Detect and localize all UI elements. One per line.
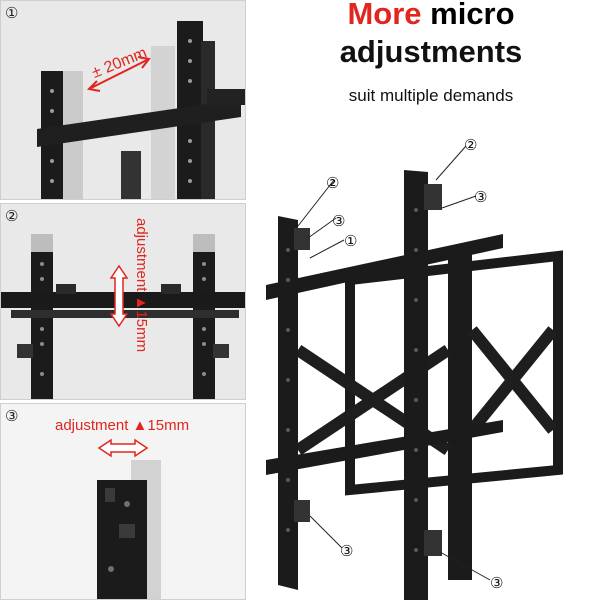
headline-highlight: More [347,0,422,31]
bracket-photo-2: adjustment ▲15mm [1,218,245,399]
callout-1: ① [344,233,357,250]
adjust-arrow [86,56,151,92]
wall-mount-illustration: ② ③ ① ② ③ ③ ③ [266,137,563,600]
headline-line-1: More micro [262,0,600,32]
detail-panel-3: ③ adjustment ▲15mm [0,403,246,600]
headline-line-2: adjustments [339,34,523,69]
detail-panel-1: ① ± 20mm [0,0,246,200]
detail-panel-2: ② adjustment ▲15mm [0,203,246,400]
panel-number: ① [5,5,19,22]
callout-2: ② [464,137,477,154]
panel-number: ② [5,208,19,225]
adjust-label: adjustment ▲15mm [133,218,150,352]
bracket-photo-1: ± 20mm [37,21,245,199]
subtitle: suit multiple demands [348,86,514,105]
headline-word: micro [430,0,515,31]
callout-2: ② [326,175,339,192]
bracket-photo-3 [97,438,161,599]
callout-3: ③ [332,213,345,230]
callout-3: ③ [474,189,487,206]
adjust-label: adjustment ▲15mm [55,417,190,434]
callout-3: ③ [340,543,353,560]
adjust-arrow [109,264,129,328]
callout-3: ③ [490,575,503,592]
adjust-arrow [97,438,149,458]
adjust-label: ± 20mm [89,44,149,81]
panel-number: ③ [5,408,19,425]
